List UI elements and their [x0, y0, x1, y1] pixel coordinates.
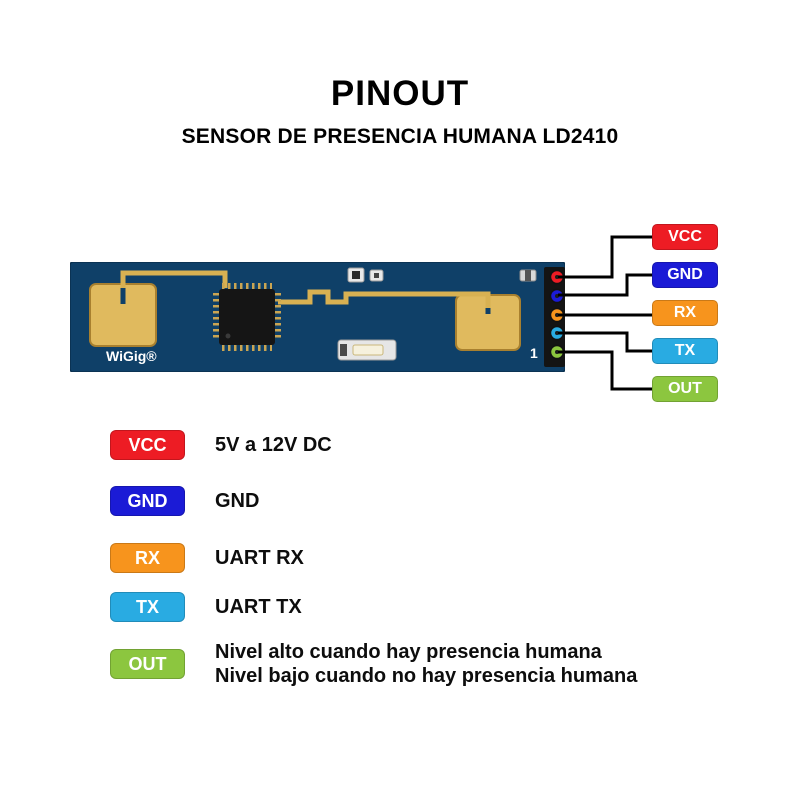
pin-callout-out-label: OUT	[668, 380, 702, 397]
legend-chip-vcc-label: VCC	[128, 434, 167, 455]
legend-chip-vcc: VCC	[110, 430, 185, 460]
legend-row-gnd: GND GND	[110, 486, 259, 516]
legend-row-vcc: VCC 5V a 12V DC	[110, 430, 332, 460]
silkscreen-text: WiGig®	[106, 348, 157, 364]
legend-row-out: OUT Nivel alto cuando hay presencia huma…	[110, 640, 637, 688]
component-bottom-core	[352, 344, 384, 356]
pin-callout-gnd: GND	[652, 262, 718, 288]
callout-lines-svg	[558, 235, 656, 391]
legend-desc-out: Nivel alto cuando hay presencia humana N…	[215, 640, 637, 688]
legend-chip-gnd: GND	[110, 486, 185, 516]
legend-desc-vcc-line1: 5V a 12V DC	[215, 434, 332, 456]
legend-chip-gnd-label: GND	[127, 490, 168, 511]
callout-line-out	[558, 350, 656, 391]
pin-callout-gnd-label: GND	[667, 266, 703, 283]
legend-desc-tx: UART TX	[215, 595, 302, 619]
legend-row-rx: RX UART RX	[110, 543, 304, 573]
sensor-board-illustration: WiGig® 1	[70, 262, 565, 372]
pin-callout-out: OUT	[652, 376, 718, 402]
legend-chip-tx-label: TX	[135, 596, 159, 617]
pin-callout-vcc-label: VCC	[668, 228, 702, 245]
component-top-b-core	[374, 273, 379, 278]
legend-chip-rx: RX	[110, 543, 185, 573]
legend-chip-rx-label: RX	[134, 547, 160, 568]
legend-desc-out-line2: Nivel bajo cuando no hay presencia human…	[215, 665, 638, 687]
component-top-a-core	[352, 271, 360, 279]
callout-line-tx	[558, 331, 656, 353]
callout-line-gnd	[558, 273, 656, 297]
legend-row-tx: TX UART TX	[110, 592, 302, 622]
page-header: PINOUT SENSOR DE PRESENCIA HUMANA LD2410	[0, 74, 800, 149]
pin-callout-rx-label: RX	[673, 304, 697, 321]
pin-callout-tx: TX	[652, 338, 718, 364]
legend-chip-tx: TX	[110, 592, 185, 622]
legend-desc-gnd: GND	[215, 489, 259, 513]
legend-desc-rx-line1: UART RX	[215, 547, 304, 569]
legend-desc-vcc: 5V a 12V DC	[215, 433, 332, 457]
page-title: PINOUT	[330, 74, 470, 113]
copper-trace-left	[120, 270, 228, 288]
chip-pin1-dot	[225, 333, 231, 339]
radar-chip	[219, 289, 275, 345]
pin-callout-vcc: VCC	[652, 224, 718, 250]
pcb-board	[70, 262, 565, 372]
component-top-right-band	[525, 270, 531, 281]
page-subtitle: SENSOR DE PRESENCIA HUMANA LD2410	[181, 125, 619, 148]
copper-trace-right	[278, 289, 491, 308]
pin-one-marker: 1	[530, 345, 538, 361]
callout-line-vcc	[558, 235, 656, 279]
component-bottom-pad	[340, 344, 347, 356]
pin-callout-tx-label: TX	[674, 342, 696, 359]
legend-desc-rx: UART RX	[215, 546, 304, 570]
legend-chip-out: OUT	[110, 649, 185, 679]
legend-chip-out-label: OUT	[128, 653, 167, 674]
legend-desc-out-line1: Nivel alto cuando hay presencia humana	[215, 641, 602, 663]
legend-desc-gnd-line1: GND	[215, 490, 260, 512]
legend-desc-tx-line1: UART TX	[215, 596, 302, 618]
pin-callout-rx: RX	[652, 300, 718, 326]
